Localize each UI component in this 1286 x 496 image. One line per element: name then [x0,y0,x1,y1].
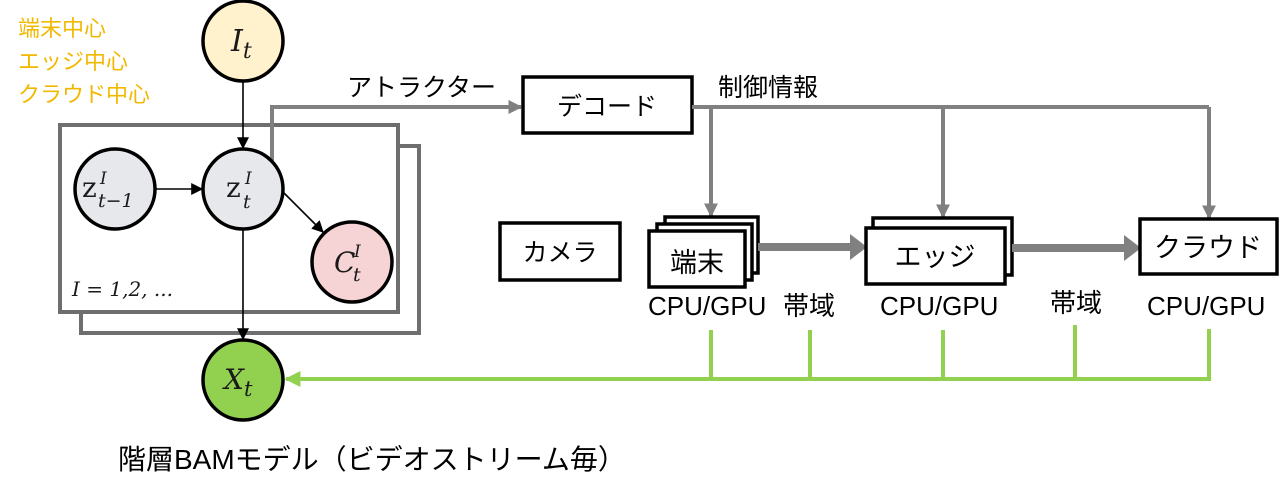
terminal-stack: 端末 [647,215,760,289]
node-observation-sub: t [244,377,253,401]
plate-label: I = 1,2, ... [71,277,173,301]
edge-compute-label: CPU/GPU [880,291,998,321]
node-image-sub: t [243,39,252,64]
node-control-sub: t [353,264,361,286]
node-control: C I t [310,220,394,304]
feedback-arrow-to-observation [284,329,1211,387]
placement-legend: 端末中心 エッジ中心 クラウド中心 [18,16,150,107]
node-image: It [201,0,285,83]
node-observation-base: X [222,363,245,396]
cloud-box [1138,217,1279,276]
node-observation-circle [201,338,285,422]
node-observation-label: Xt [222,363,253,401]
edge-stack: エッジ [864,216,1014,286]
node-latent-circle [201,147,285,231]
feedback-network [284,325,1211,387]
cloud-compute-label: CPU/GPU [1147,291,1265,321]
node-image-circle [201,0,285,83]
node-latent-sup: I [244,169,252,189]
edge-box-front [864,226,1007,286]
terminal-edge-bandwidth-label: 帯域 [783,291,835,321]
node-control-base: C [334,246,355,279]
flow-terminal-to-edge-arrowhead [850,234,867,260]
flow-edge-to-cloud-arrowhead [1124,235,1141,261]
node-latent-sub: t [243,191,251,213]
edge-latent-to-control [282,191,324,233]
terminal-compute-label: CPU/GPU [648,291,766,321]
terminal-label: 端末 [670,248,724,278]
edge-cloud-bandwidth-label: 帯域 [1050,288,1102,318]
node-latent-prev-sup: I [99,169,107,189]
decode-label: デコード [557,93,657,121]
legend-item-edge-centric: エッジ中心 [18,49,128,74]
node-latent-prev-base: z [82,171,97,204]
node-latent-prev-sub: t−1 [98,190,134,212]
control-info-label: 制御情報 [718,74,818,102]
node-image-base: I [230,24,244,59]
node-image-label: It [230,24,252,64]
edge-label: エッジ [895,242,976,272]
node-control-circle [310,220,394,304]
terminal-box-front [647,229,747,289]
attractor-arrow [270,100,523,162]
legend-item-terminal-centric: 端末中心 [18,16,106,41]
camera-label: カメラ [522,239,597,267]
cloud-label: クラウド [1154,233,1262,263]
node-latent-prev-circle [73,147,157,231]
legend-item-cloud-centric: クラウド中心 [18,82,150,107]
attractor-label: アトラクター [347,74,496,102]
camera-box [498,221,622,282]
node-latent-prev: z I t−1 [73,147,157,231]
node-latent-base: z [226,171,241,204]
node-latent: z I t [201,147,285,231]
diagram-caption: 階層BAMモデル（ビデオストリーム毎） [118,444,626,475]
node-observation: Xt [201,338,285,422]
node-control-sup: I [353,242,361,262]
